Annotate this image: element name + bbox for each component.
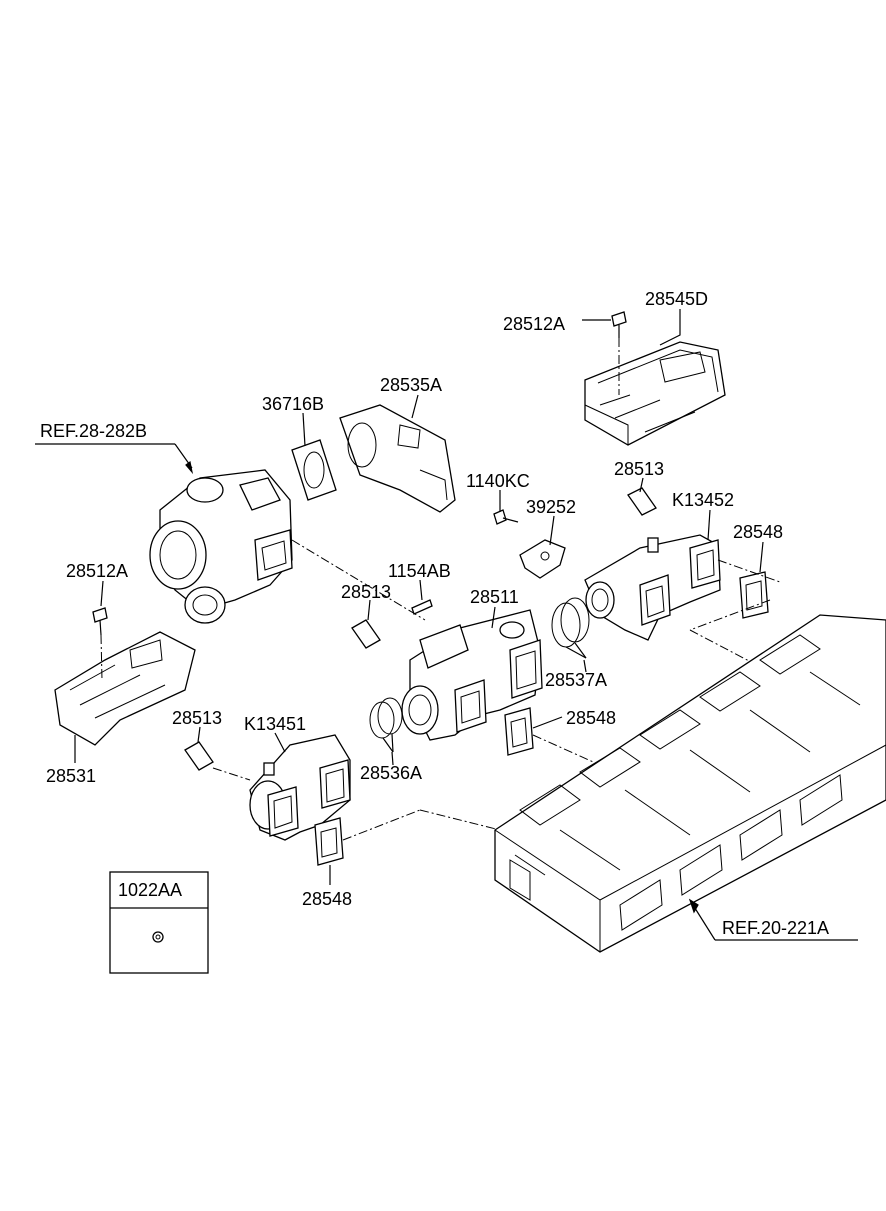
pipe-28513-mid: [351, 619, 381, 649]
manifold-k13451: [249, 734, 351, 841]
legend-box-1022aa: [109, 871, 209, 974]
adapter-28535a: [339, 404, 456, 513]
label-28548-right: 28548: [733, 522, 783, 542]
label-1154ab: 1154AB: [388, 561, 451, 581]
manifold-k13452: [584, 534, 721, 641]
leader-lines: [35, 309, 858, 941]
ring-28536a: [369, 697, 403, 753]
gasket-28548-right: [739, 571, 769, 619]
label-28513-upper: 28513: [614, 459, 664, 479]
heat-protector-28545d: [584, 341, 726, 446]
label-39252: 39252: [526, 497, 576, 517]
label-28535a: 28535A: [380, 375, 442, 395]
label-1140kc: 1140KC: [466, 471, 530, 491]
pipe-28513-lower: [184, 741, 214, 771]
label-1022aa: 1022AA: [118, 880, 182, 900]
pipe-28513-upper: [627, 487, 657, 516]
label-28512a-top: 28512A: [503, 314, 565, 334]
label-28513-mid: 28513: [341, 582, 391, 602]
bolt-1140kc: [493, 509, 519, 525]
label-28545d: 28545D: [645, 289, 708, 309]
label-k13451: K13451: [244, 714, 306, 734]
cylinder-head: [494, 614, 886, 953]
label-28548-mid: 28548: [566, 708, 616, 728]
label-28536a: 28536A: [360, 763, 422, 783]
label-36716b: 36716B: [262, 394, 324, 414]
stud-1154ab: [411, 599, 433, 615]
bracket-39252: [519, 539, 566, 579]
label-k13452: K13452: [672, 490, 734, 510]
turbocharger: [149, 469, 426, 624]
label-28531: 28531: [46, 766, 96, 786]
nut-1022aa-icon: [152, 931, 164, 943]
label-ref-20-221a: REF.20-221A: [722, 918, 829, 938]
gasket-28548-low: [314, 817, 344, 866]
label-28513-lower: 28513: [172, 708, 222, 728]
label-28512a-left: 28512A: [66, 561, 128, 581]
manifold-28511: [401, 609, 543, 741]
bolt-28512a-top: [611, 311, 627, 395]
heat-protector-28531: [54, 631, 196, 746]
gasket-28548-mid: [504, 707, 534, 756]
label-28511: 28511: [470, 587, 519, 607]
label-28537a: 28537A: [545, 670, 607, 690]
ring-28537a: [551, 597, 590, 659]
gasket-36716b: [291, 439, 337, 501]
bolt-28512a-left: [92, 607, 108, 681]
label-ref-28-282b: REF.28-282B: [40, 421, 147, 441]
label-28548-low: 28548: [302, 889, 352, 909]
